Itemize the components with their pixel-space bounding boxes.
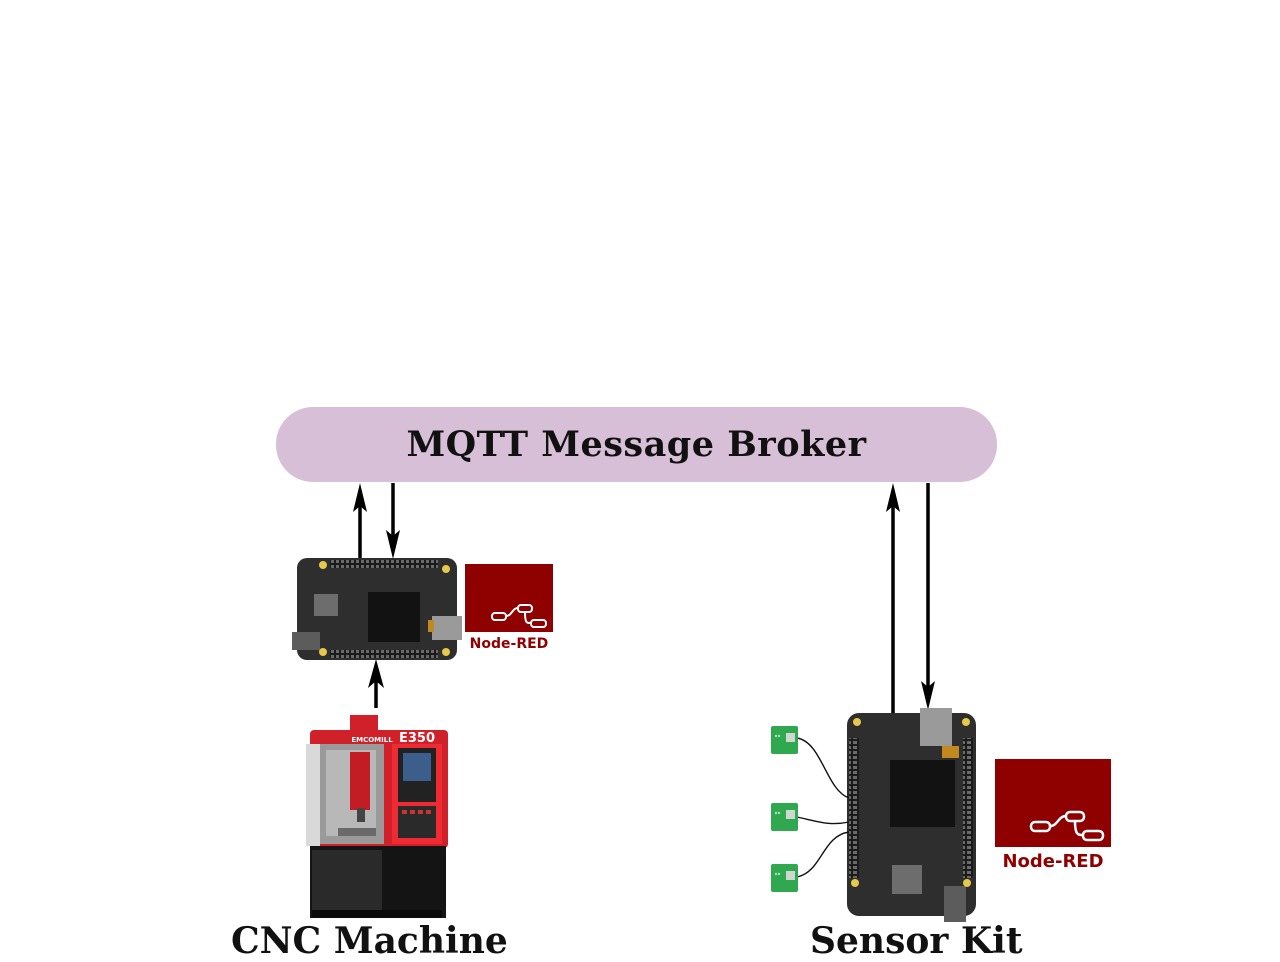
machine-model-label: E350 <box>399 731 435 746</box>
ethernet-port <box>292 632 320 650</box>
sensor-board-to-broker-arrow <box>886 483 900 713</box>
sensor-board <box>847 708 976 922</box>
node-red-label: Node-RED <box>1002 851 1103 872</box>
broker-to-sensor-board-arrow <box>921 483 935 710</box>
sensor-module-2 <box>771 803 798 831</box>
cnc-machine-caption: CNC Machine <box>231 920 508 962</box>
node-red-flow-icon <box>1029 810 1105 842</box>
mqtt-broker: MQTT Message Broker <box>276 407 997 482</box>
machine-brand-label: EMCOMILL <box>351 736 393 744</box>
node-red-logo-cnc: Node-RED <box>465 564 553 652</box>
node-red-flow-icon <box>491 604 547 628</box>
sensor-module-1 <box>771 726 798 754</box>
sensor-wires <box>796 737 850 878</box>
gpio-header-left <box>849 738 859 878</box>
sensor-kit-caption: Sensor Kit <box>810 920 1023 962</box>
cnc-board <box>292 558 462 660</box>
processor-chip <box>890 760 955 827</box>
processor-chip <box>368 592 420 642</box>
broker-label: MQTT Message Broker <box>406 424 867 465</box>
usb-port <box>920 708 952 746</box>
node-red-label: Node-RED <box>470 636 549 652</box>
cnc-machine-to-board-arrow <box>368 659 384 708</box>
ethernet-port <box>944 886 966 922</box>
usb-port <box>432 616 462 640</box>
node-red-logo-sensor: Node-RED <box>995 759 1111 873</box>
sensor-module-3 <box>771 864 798 892</box>
gpio-header-bottom <box>330 650 438 658</box>
broker-to-cnc-board-arrow <box>386 483 400 559</box>
gpio-header-top <box>330 560 438 568</box>
cnc-board-to-broker-arrow <box>353 483 367 560</box>
cnc-machine-image: EMCOMILL E350 <box>306 715 448 918</box>
gpio-header-right <box>963 738 973 878</box>
